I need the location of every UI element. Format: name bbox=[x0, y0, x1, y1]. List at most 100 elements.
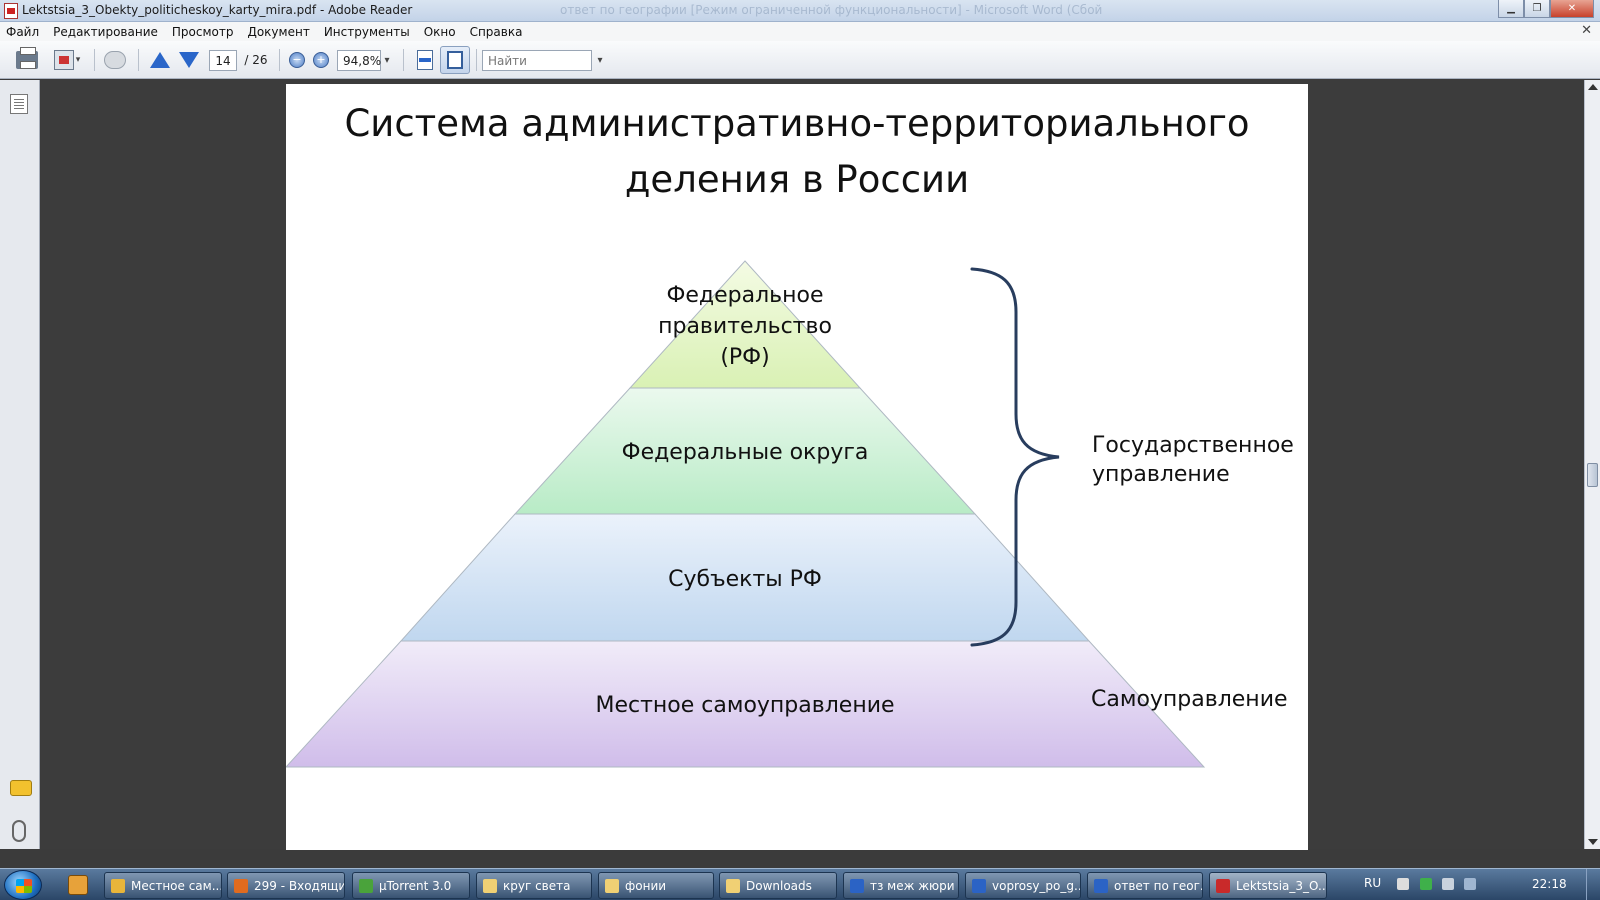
zoom-in-button[interactable]: + bbox=[311, 49, 331, 71]
menu-bar: Файл Редактирование Просмотр Документ Ин… bbox=[0, 22, 1600, 41]
task-label: Downloads bbox=[746, 878, 812, 893]
navigation-panel bbox=[0, 80, 40, 849]
menu-file[interactable]: Файл bbox=[6, 24, 40, 39]
pages-icon[interactable] bbox=[10, 94, 28, 114]
task-app-icon bbox=[1094, 878, 1108, 893]
media-player-icon[interactable] bbox=[68, 875, 88, 895]
window-title: Lektstsia_3_Obekty_politicheskoy_karty_m… bbox=[22, 3, 413, 17]
level-label-subjects: Субъекты РФ bbox=[668, 567, 822, 592]
print-button[interactable] bbox=[14, 47, 40, 71]
taskbar-task-button[interactable]: круг света bbox=[476, 872, 592, 899]
printer-icon bbox=[16, 47, 38, 69]
attachments-icon[interactable] bbox=[12, 820, 26, 842]
toolbar-separator bbox=[403, 49, 404, 71]
menu-edit[interactable]: Редактирование bbox=[53, 24, 158, 39]
task-label: 299 - Входящи... bbox=[254, 878, 345, 893]
system-tray: RU 22:18 bbox=[1352, 869, 1600, 900]
search-input[interactable]: Найти bbox=[482, 50, 592, 71]
show-desktop-button[interactable] bbox=[1586, 869, 1600, 900]
menu-tools[interactable]: Инструменты bbox=[323, 24, 410, 39]
title-bar: Lektstsia_3_Obekty_politicheskoy_karty_m… bbox=[0, 0, 1600, 22]
taskbar-task-button[interactable]: 299 - Входящи... bbox=[227, 872, 345, 899]
start-button[interactable] bbox=[4, 870, 42, 900]
zoom-out-icon: − bbox=[289, 52, 305, 68]
page-number-input[interactable]: 14 bbox=[209, 50, 237, 71]
self-government-label: Самоуправление bbox=[1091, 687, 1288, 712]
taskbar-task-button[interactable]: тз меж жюри ... bbox=[843, 872, 959, 899]
task-label: voprosy_po_g... bbox=[992, 878, 1081, 893]
zoom-dropdown-icon[interactable]: ▾ bbox=[384, 54, 390, 66]
level-label-local-government: Местное самоуправление bbox=[595, 693, 894, 718]
close-button[interactable]: ✕ bbox=[1550, 0, 1594, 18]
menu-document[interactable]: Документ bbox=[247, 24, 310, 39]
taskbar-task-button[interactable]: voprosy_po_g... bbox=[965, 872, 1081, 899]
export-button[interactable]: ▾ bbox=[48, 49, 86, 71]
level-label-federal-districts: Федеральные округа bbox=[622, 440, 869, 465]
comments-icon[interactable] bbox=[10, 780, 32, 796]
page-total: / 26 bbox=[244, 53, 268, 67]
document-area: Система административно-территориального… bbox=[41, 80, 1584, 850]
task-app-icon bbox=[234, 878, 248, 893]
export-icon bbox=[53, 50, 74, 70]
next-page-button[interactable] bbox=[178, 49, 200, 71]
taskbar-task-button[interactable]: Lektstsia_3_O... bbox=[1209, 872, 1327, 899]
clock[interactable]: 22:18 bbox=[1532, 877, 1567, 891]
collaborate-icon bbox=[104, 51, 126, 69]
task-label: круг света bbox=[503, 878, 571, 893]
battery-icon[interactable] bbox=[1442, 878, 1454, 890]
collaborate-button[interactable] bbox=[102, 49, 128, 71]
task-app-icon bbox=[972, 878, 986, 893]
previous-page-button[interactable] bbox=[149, 49, 171, 71]
task-label: фонии bbox=[625, 878, 667, 893]
pdf-page: Система административно-территориального… bbox=[286, 84, 1308, 850]
minimize-button[interactable]: ▁ bbox=[1498, 0, 1524, 18]
task-app-icon bbox=[850, 878, 864, 893]
signal-icon[interactable] bbox=[1464, 878, 1476, 890]
export-dropdown-icon: ▾ bbox=[75, 55, 81, 65]
close-document-icon[interactable]: ✕ bbox=[1581, 23, 1592, 38]
task-label: тз меж жюри ... bbox=[870, 878, 958, 893]
volume-icon[interactable] bbox=[1397, 878, 1409, 890]
vertical-scrollbar[interactable] bbox=[1584, 80, 1600, 849]
zoom-out-button[interactable]: − bbox=[287, 49, 307, 71]
scrollbar-thumb[interactable] bbox=[1587, 463, 1598, 487]
slide-title-line-1: Система административно-территориального bbox=[344, 102, 1250, 145]
task-label: Местное сам... bbox=[131, 878, 222, 893]
menu-view[interactable]: Просмотр bbox=[171, 24, 234, 39]
scroll-up-icon[interactable] bbox=[1588, 84, 1598, 90]
pyramid-diagram: Федеральное правительство (РФ) Федеральн… bbox=[286, 260, 1294, 768]
taskbar-task-button[interactable]: Местное сам... bbox=[104, 872, 222, 899]
scroll-down-icon[interactable] bbox=[1588, 839, 1598, 845]
network-icon[interactable] bbox=[1420, 878, 1432, 890]
taskbar-task-button[interactable]: µTorrent 3.0 bbox=[352, 872, 470, 899]
toolbar-separator bbox=[279, 49, 280, 71]
arrow-down-icon bbox=[179, 52, 199, 68]
fit-width-button[interactable] bbox=[413, 49, 437, 71]
taskbar-task-button[interactable]: Downloads bbox=[719, 872, 837, 899]
task-app-icon bbox=[483, 878, 497, 893]
zoom-in-icon: + bbox=[313, 52, 329, 68]
curly-brace bbox=[970, 267, 1060, 647]
state-government-label-1: Государственное bbox=[1092, 433, 1294, 458]
toolbar: ▾ 14 / 26 − + 94,8% ▾ Найти ▾ bbox=[0, 41, 1600, 79]
slide-title: Система административно-территориального… bbox=[286, 96, 1308, 208]
menu-window[interactable]: Окно bbox=[423, 24, 456, 39]
fit-page-button[interactable] bbox=[440, 46, 470, 74]
fit-width-icon bbox=[417, 50, 433, 70]
taskbar-task-button[interactable]: фонии bbox=[598, 872, 714, 899]
taskbar-task-button[interactable]: ответ по геог... bbox=[1087, 872, 1203, 899]
maximize-button[interactable]: ❐ bbox=[1524, 0, 1550, 18]
task-label: µTorrent 3.0 bbox=[379, 878, 452, 893]
fit-page-icon bbox=[447, 51, 463, 69]
level-label-federal-government-3: (РФ) bbox=[720, 345, 769, 370]
task-label: ответ по геог... bbox=[1114, 878, 1203, 893]
menu-help[interactable]: Справка bbox=[469, 24, 523, 39]
level-label-federal-government-1: Федеральное bbox=[666, 283, 823, 308]
slide-title-line-2: деления в России bbox=[624, 158, 970, 201]
task-app-icon bbox=[359, 878, 373, 893]
zoom-level-input[interactable]: 94,8% bbox=[337, 50, 381, 71]
search-dropdown-icon[interactable]: ▾ bbox=[597, 54, 603, 66]
task-app-icon bbox=[1216, 878, 1230, 893]
taskbar: Местное сам... 299 - Входящи... µTorrent 3… bbox=[0, 868, 1600, 900]
language-indicator[interactable]: RU bbox=[1364, 876, 1382, 890]
